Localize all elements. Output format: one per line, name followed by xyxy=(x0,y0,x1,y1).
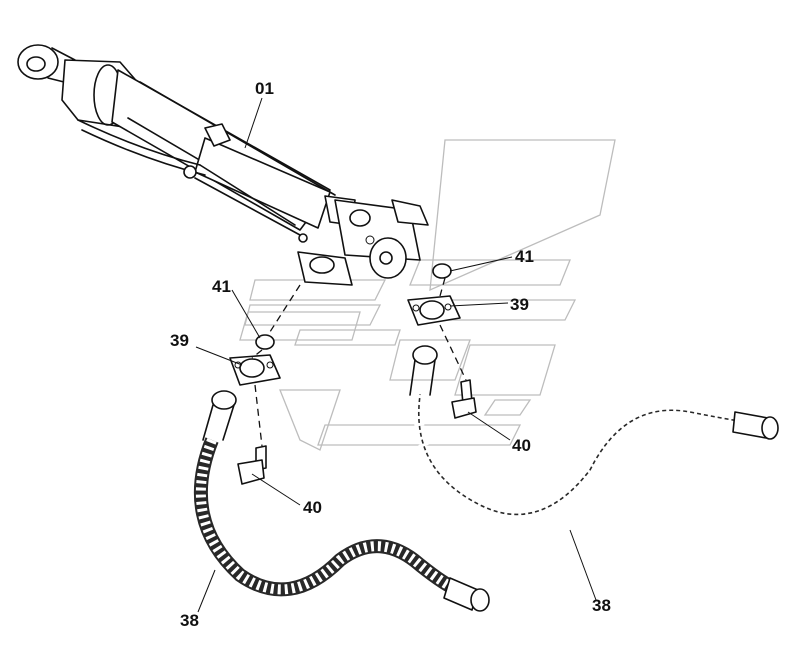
leader-lines xyxy=(195,97,597,613)
callout-38-right: 38 xyxy=(592,596,611,615)
callout-39-right: 39 xyxy=(510,295,529,314)
callout-40-right: 40 xyxy=(512,436,531,455)
callout-01: 01 xyxy=(255,79,274,98)
bolt-left xyxy=(237,445,267,485)
split-flange-left xyxy=(229,354,281,386)
o-ring-left xyxy=(255,334,275,350)
callout-39-left: 39 xyxy=(170,331,189,350)
callout-40-left: 40 xyxy=(303,498,322,517)
callout-38-left: 38 xyxy=(180,611,199,630)
hose-right xyxy=(409,345,779,520)
o-ring-right xyxy=(432,263,452,279)
hose-left xyxy=(193,390,490,612)
callout-41-left: 41 xyxy=(212,277,231,296)
bolt-right xyxy=(451,379,477,419)
split-flange-right xyxy=(407,295,461,326)
hydraulic-cylinder xyxy=(17,44,429,286)
assembly-lines xyxy=(251,277,467,447)
callout-41-right: 41 xyxy=(515,247,534,266)
